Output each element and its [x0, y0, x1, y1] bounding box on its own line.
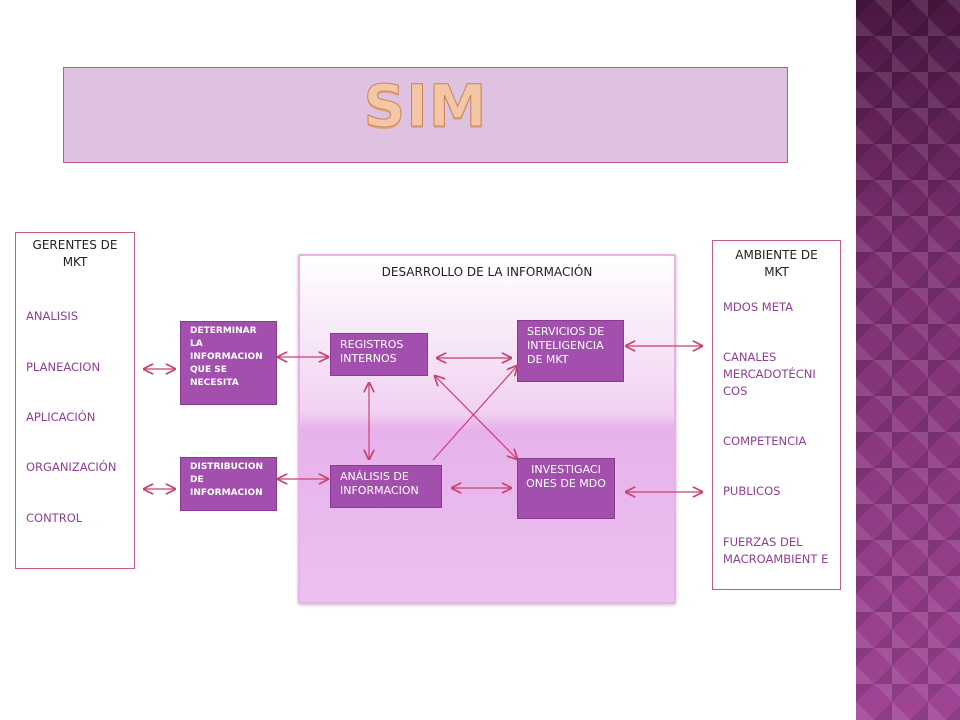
node-determinar-informacion: DETERMINAR LA INFORMACION QUE SE NECESIT…	[180, 321, 277, 405]
ambiente-item-publicos: PUBLICOS	[723, 484, 781, 498]
node-distribucion-informacion: DISTRIBUCION DE INFORMACION	[180, 457, 277, 511]
desarrollo-heading: DESARROLLO DE LA INFORMACIÓN	[381, 265, 593, 279]
page-title: SIM	[363, 72, 488, 141]
node-servicios-inteligencia: SERVICIOS DE INTELIGENCIA DE MKT	[517, 320, 624, 382]
ambiente-heading: AMBIENTE DE MKT	[735, 248, 818, 279]
ambiente-item-canales: CANALES MERCADOTÉCNI COS	[723, 350, 816, 398]
ambiente-panel: AMBIENTE DE MKT MDOS META CANALES MERCAD…	[712, 240, 841, 590]
node-analisis-informacion: ANÁLISIS DE INFORMACION	[330, 465, 442, 508]
gerentes-panel: GERENTES DE MKT ANALISIS PLANEACION APLI…	[15, 232, 135, 569]
title-banner: SIM	[63, 67, 788, 163]
decorative-side-strip	[856, 0, 960, 720]
gerentes-item-organizacion: ORGANIZACIÓN	[26, 460, 117, 474]
node-registros-internos: REGISTROS INTERNOS	[330, 333, 428, 376]
gerentes-item-aplicacion: APLICACIÓN	[26, 410, 96, 424]
node-investigaciones-mercado: INVESTIGACI ONES DE MDO	[517, 458, 615, 519]
ambiente-item-mdos-meta: MDOS META	[723, 300, 793, 314]
gerentes-heading: GERENTES DE MKT	[32, 238, 118, 269]
arrow-registros-investigaciones	[435, 376, 517, 459]
gerentes-item-analisis: ANALISIS	[26, 309, 79, 323]
arrow-analisis-servicios	[432, 366, 517, 461]
ambiente-item-competencia: COMPETENCIA	[723, 434, 807, 448]
gerentes-item-planeacion: PLANEACION	[26, 360, 101, 374]
gerentes-item-control: CONTROL	[26, 511, 83, 525]
ambiente-item-fuerzas: FUERZAS DEL MACROAMBIENT E	[723, 535, 829, 566]
